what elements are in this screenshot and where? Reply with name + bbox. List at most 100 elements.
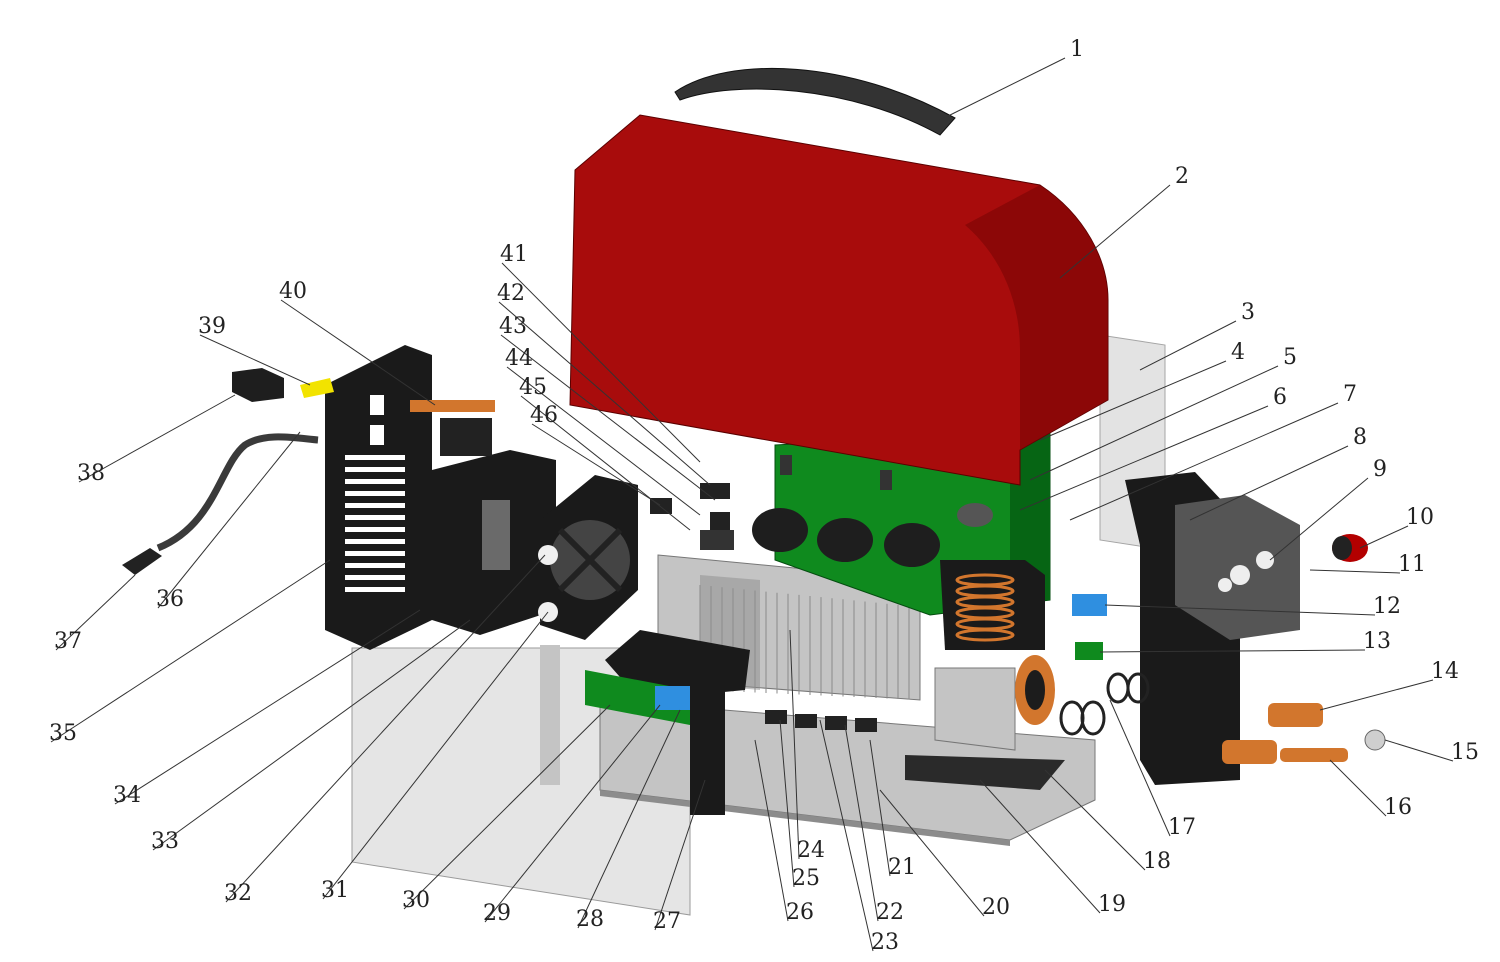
callout-3: 3 <box>1241 300 1255 325</box>
callout-28: 28 <box>576 907 604 932</box>
leader-line-23 <box>819 719 874 952</box>
leader-line-35 <box>50 559 331 743</box>
callout-31: 31 <box>321 878 349 903</box>
leader-line-39 <box>199 334 311 386</box>
power-switch <box>232 368 284 402</box>
callout-33: 33 <box>151 829 179 854</box>
callout-9: 9 <box>1373 457 1387 482</box>
callout-18: 18 <box>1143 849 1171 874</box>
current-sensor <box>957 503 993 527</box>
callout-14: 14 <box>1431 659 1459 684</box>
leader-line-2 <box>1059 184 1171 279</box>
leader-line-44 <box>506 366 701 516</box>
leader-line-43 <box>500 334 716 501</box>
leader-line-24 <box>789 629 800 860</box>
callout-27: 27 <box>653 909 681 934</box>
output-inductor <box>934 655 1055 751</box>
output-sockets <box>1222 703 1386 764</box>
callout-24: 24 <box>797 838 825 863</box>
leader-line-33 <box>152 619 471 851</box>
callout-42: 42 <box>497 281 525 306</box>
leader-line-7 <box>1069 402 1339 521</box>
callout-12: 12 <box>1373 594 1401 619</box>
callout-4: 4 <box>1231 340 1245 365</box>
leader-line-12 <box>1104 604 1376 616</box>
fan-housing <box>432 450 556 635</box>
callout-11: 11 <box>1398 552 1426 577</box>
leader-line-13 <box>1099 649 1366 653</box>
callout-17: 17 <box>1168 815 1196 840</box>
transformer <box>940 560 1045 650</box>
callout-13: 13 <box>1363 629 1391 654</box>
leader-line-26 <box>754 739 789 922</box>
leader-line-8 <box>1189 445 1349 521</box>
washers <box>1059 672 1150 736</box>
callout-44: 44 <box>505 346 533 371</box>
fan <box>538 475 638 640</box>
leader-line-25 <box>779 719 795 888</box>
leader-line-37 <box>55 574 136 651</box>
leader-line-15 <box>1384 739 1454 762</box>
control-knob <box>1332 534 1368 562</box>
leader-line-32 <box>225 554 546 903</box>
callout-32: 32 <box>224 881 252 906</box>
leader-line-21 <box>869 739 891 877</box>
leader-line-6 <box>1019 405 1269 511</box>
igbt-row <box>765 710 877 732</box>
callout-26: 26 <box>786 900 814 925</box>
callout-16: 16 <box>1384 795 1412 820</box>
blue-terminal <box>1072 594 1107 616</box>
leader-line-9 <box>1269 477 1369 561</box>
callout-38: 38 <box>77 461 105 486</box>
callout-7: 7 <box>1343 382 1357 407</box>
callout-23: 23 <box>871 930 899 955</box>
leader-line-4 <box>1039 360 1227 441</box>
callout-40: 40 <box>279 279 307 304</box>
cable-gland <box>300 378 334 398</box>
callout-5: 5 <box>1283 345 1297 370</box>
leader-line-30 <box>403 704 611 910</box>
callout-36: 36 <box>156 587 184 612</box>
leader-line-3 <box>1139 320 1237 371</box>
callout-35: 35 <box>49 721 77 746</box>
callout-22: 22 <box>876 900 904 925</box>
callout-25: 25 <box>792 866 820 891</box>
callout-43: 43 <box>499 314 527 339</box>
leader-line-45 <box>520 395 691 531</box>
leader-line-34 <box>114 609 421 805</box>
callout-21: 21 <box>888 855 916 880</box>
leader-line-41 <box>501 262 701 463</box>
leader-line-27 <box>654 779 706 931</box>
leader-line-42 <box>498 301 711 486</box>
leader-lines <box>50 57 1454 952</box>
leader-line-1 <box>939 57 1066 121</box>
top-cover <box>569 114 1109 486</box>
leader-line-36 <box>157 431 301 609</box>
handle <box>674 68 956 136</box>
leader-line-17 <box>1109 699 1171 837</box>
rear-panel <box>325 345 432 650</box>
callout-46: 46 <box>530 403 558 428</box>
callout-37: 37 <box>54 629 82 654</box>
leader-line-11 <box>1309 569 1401 574</box>
callout-1: 1 <box>1070 37 1084 62</box>
leader-line-46 <box>531 423 661 506</box>
leader-line-20 <box>879 789 985 917</box>
leader-line-10 <box>1359 525 1409 549</box>
callout-19: 19 <box>1098 892 1126 917</box>
leader-line-38 <box>78 394 236 483</box>
leader-line-18 <box>1044 769 1146 871</box>
callout-15: 15 <box>1451 740 1479 765</box>
leader-line-16 <box>1329 759 1387 817</box>
callout-30: 30 <box>402 888 430 913</box>
leader-line-40 <box>280 299 436 406</box>
callout-8: 8 <box>1353 425 1367 450</box>
callout-34: 34 <box>113 783 141 808</box>
cable-clips <box>650 483 734 550</box>
leader-line-28 <box>577 709 681 929</box>
callout-29: 29 <box>483 901 511 926</box>
leader-line-31 <box>322 611 549 900</box>
callout-39: 39 <box>198 314 226 339</box>
